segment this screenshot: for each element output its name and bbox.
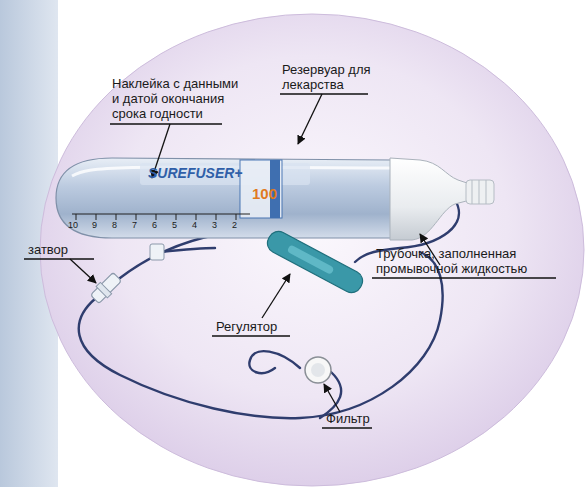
scale-number: 5: [172, 220, 186, 230]
scale-number: 9: [92, 220, 106, 230]
callout-label: затвор: [28, 242, 108, 257]
filter-symbol: [305, 357, 331, 383]
tube: [249, 351, 300, 373]
tube: [120, 232, 275, 278]
callout-label: Наклейка с данными и датой окончания сро…: [112, 76, 244, 121]
valve-symbol: [89, 271, 123, 305]
sticker: [140, 163, 310, 185]
connector: [466, 180, 494, 204]
regulator-symbol: [264, 228, 366, 296]
scale-number: 6: [152, 220, 166, 230]
tube: [79, 252, 443, 418]
scale-number: 8: [112, 220, 126, 230]
cap: [390, 158, 470, 240]
volume-text: 100: [252, 186, 292, 201]
filter-core: [311, 363, 325, 377]
scale-number: 2: [232, 220, 246, 230]
callout-label: Регулятор: [216, 319, 306, 334]
reservoir: [56, 158, 392, 238]
callout-label: Фильтр: [326, 411, 396, 426]
scale-number: 7: [132, 220, 146, 230]
scale-number: 10: [68, 220, 88, 230]
scale-number: 4: [192, 220, 206, 230]
clamp: [150, 244, 164, 260]
tube: [160, 248, 215, 252]
scale-ticks: [72, 214, 250, 220]
callout-label: Резервуар для лекарства: [282, 62, 382, 92]
scale-number: 3: [212, 220, 226, 230]
callout-label: Трубочка, заполненная промывочной жидкос…: [376, 246, 561, 276]
background-oval: [40, 14, 584, 486]
brand-text: SUREFUSER+: [148, 166, 278, 181]
